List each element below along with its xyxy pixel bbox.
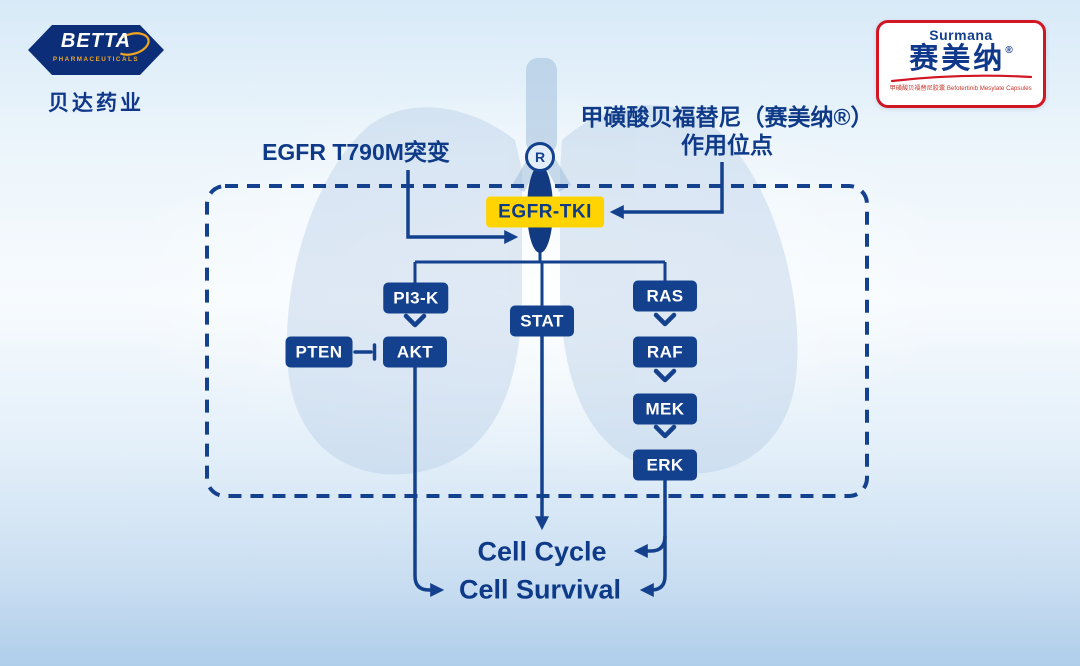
betta-subtitle: PHARMACEUTICALS xyxy=(52,56,140,63)
betta-logo: BETTA PHARMACEUTICALS 贝达药业 xyxy=(28,24,164,117)
surmana-logo: Surmana 赛美纳 ® 甲磺酸贝福替尼胶囊 Befotertinib Mes… xyxy=(876,20,1046,108)
drug-site-line1: 甲磺酸贝福替尼（赛美纳®） xyxy=(580,104,874,130)
node-mek: MEK xyxy=(633,393,697,425)
betta-hexagon-icon xyxy=(28,25,164,75)
drug-site-line2: 作用位点 xyxy=(680,132,773,158)
pten-inhibition-icon xyxy=(353,343,377,361)
node-erk: ERK xyxy=(633,449,697,481)
egfr-t790m-label: EGFR T790M突变 xyxy=(262,139,450,165)
chevron-down-icons xyxy=(403,312,677,439)
node-ras: RAS xyxy=(633,280,697,312)
node-raf: RAF xyxy=(633,336,697,368)
node-pi3k: PI3-K xyxy=(383,282,449,314)
node-akt: AKT xyxy=(383,336,447,368)
arrow-t790m xyxy=(406,170,519,244)
egfr-tki-box: EGFR-TKI xyxy=(486,196,604,228)
arrow-akt-to-cellsurvival xyxy=(413,366,445,597)
registered-mark: ® xyxy=(1005,45,1013,57)
drug-site-label: 甲磺酸贝福替尼（赛美纳®） 作用位点 xyxy=(581,103,874,159)
arrow-drug-site xyxy=(609,162,724,219)
outcome-cell-cycle: Cell Cycle xyxy=(477,536,607,567)
outcome-cell-survival: Cell Survival xyxy=(458,574,622,605)
betta-wordmark: BETTA xyxy=(60,30,132,52)
surmana-tagline: 甲磺酸贝福替尼胶囊 Befotertinib Mesylate Capsules xyxy=(889,85,1033,92)
betta-chinese-name: 贝达药业 xyxy=(48,92,144,115)
surmana-wordmark-cn: 赛美纳 xyxy=(909,43,1006,76)
node-pten: PTEN xyxy=(285,336,353,368)
arrow-erk-to-cellsurvival xyxy=(639,479,667,597)
branch-lines xyxy=(413,251,667,310)
trachea-icon xyxy=(526,58,557,154)
arrow-erk-to-cellcycle xyxy=(633,535,667,558)
receptor-r-badge: R xyxy=(525,142,555,172)
surmana-wordmark-en: Surmana xyxy=(929,27,993,43)
surmana-swoosh-icon xyxy=(890,74,1033,82)
node-stat: STAT xyxy=(510,305,574,337)
